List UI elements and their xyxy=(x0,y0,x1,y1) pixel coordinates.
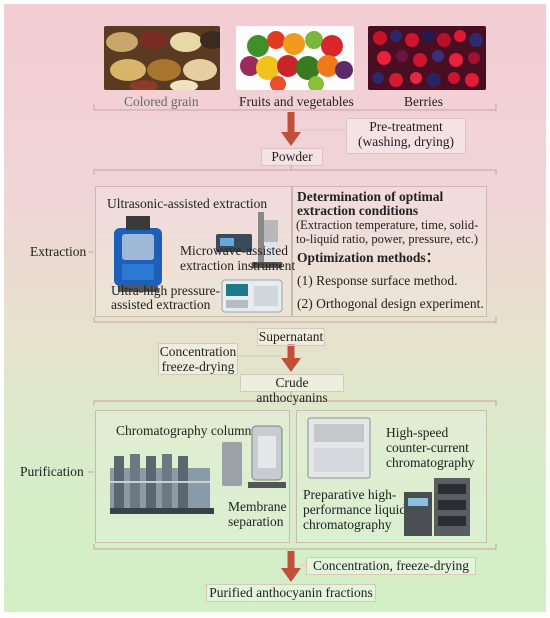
conditions-title-line2: extraction conditions xyxy=(297,203,419,218)
membrane-separation-icon xyxy=(222,425,286,488)
powder-label: Powder xyxy=(271,149,313,164)
purified-fractions-box: Purified anthocyanin fractions xyxy=(206,584,376,602)
hsccc-label-line2: counter-current xyxy=(386,440,469,455)
fruits-vegetables-photo xyxy=(236,26,354,90)
method-1: (1) Response surface method. xyxy=(297,273,458,288)
crude-anthocyanins-box: Crude anthocyanins xyxy=(240,374,344,405)
extraction-stage-label: Extraction xyxy=(30,244,87,259)
pretreatment-box: Pre-treatment (washing, drying) xyxy=(346,118,466,154)
fruits-drawing xyxy=(236,26,354,90)
purified-fractions-label: Purified anthocyanin fractions xyxy=(209,585,373,600)
microwave-instrument-icon xyxy=(216,212,282,268)
final-concentration-label: Concentration, freeze-drying xyxy=(313,558,469,573)
uhp-label-line2: assisted extraction xyxy=(111,297,211,312)
prep-hplc-instrument-icon xyxy=(404,478,470,536)
column-label: Chromatography column xyxy=(116,423,252,438)
membrane-label-line1: Membrane xyxy=(228,499,287,514)
pretreatment-line2: (washing, drying) xyxy=(358,134,454,149)
supernatant-box: Supernatant xyxy=(257,328,325,346)
hsccc-label-line1: High-speed xyxy=(386,425,449,440)
powder-box: Powder xyxy=(261,148,323,166)
hsccc-label-line3: chromatography xyxy=(386,455,475,470)
microwave-label-line2: extraction instrument xyxy=(180,258,296,273)
conditions-line1: (Extraction temperature, time, solid- xyxy=(296,218,479,232)
methods-title: Optimization methods： xyxy=(297,250,440,265)
prep-hplc-label-line3: chromatography xyxy=(303,517,392,532)
final-concentration-box: Concentration, freeze-drying xyxy=(306,557,476,575)
ultrasonic-instrument-icon xyxy=(114,216,162,292)
uhp-instrument-icon xyxy=(221,279,283,313)
microwave-label-line1: Microwave-assisted xyxy=(180,243,288,258)
concentration-box: Concentration freeze-drying xyxy=(158,343,238,375)
hsccc-instrument-icon xyxy=(307,417,371,479)
prep-hplc-label-line2: performance liquid xyxy=(303,502,407,517)
membrane-label-line2: separation xyxy=(228,514,284,529)
prep-hplc-label-line1: Preparative high- xyxy=(303,487,397,502)
crude-anthocyanins-label: Crude anthocyanins xyxy=(256,375,328,405)
fruits-vegetables-label: Fruits and vegetables xyxy=(239,94,354,109)
supernatant-label: Supernatant xyxy=(258,329,324,344)
berries-drawing xyxy=(368,26,486,90)
concentration-line1: Concentration xyxy=(159,344,237,359)
berries-label: Berries xyxy=(404,94,443,109)
pretreatment-line1: Pre-treatment xyxy=(369,119,443,134)
conditions-title-line1: Determination of optimal xyxy=(297,189,444,204)
chromatography-column-icon xyxy=(110,454,214,514)
colored-grain-label: Colored grain xyxy=(124,94,199,109)
extraction-conditions-panel xyxy=(292,186,487,317)
ultrasonic-label: Ultrasonic-assisted extraction xyxy=(107,196,268,211)
purification-stage-label: Purification xyxy=(20,464,84,479)
uhp-label-line1: Ultra-high pressure- xyxy=(111,283,221,298)
grain-bowls-drawing xyxy=(104,26,220,90)
concentration-line2: freeze-drying xyxy=(161,359,235,374)
berries-photo xyxy=(368,26,486,90)
method-2: (2) Orthogonal design experiment. xyxy=(297,296,484,311)
colored-grain-photo xyxy=(104,26,220,90)
conditions-line2: to-liquid ratio, power, pressure, etc.) xyxy=(296,232,479,246)
